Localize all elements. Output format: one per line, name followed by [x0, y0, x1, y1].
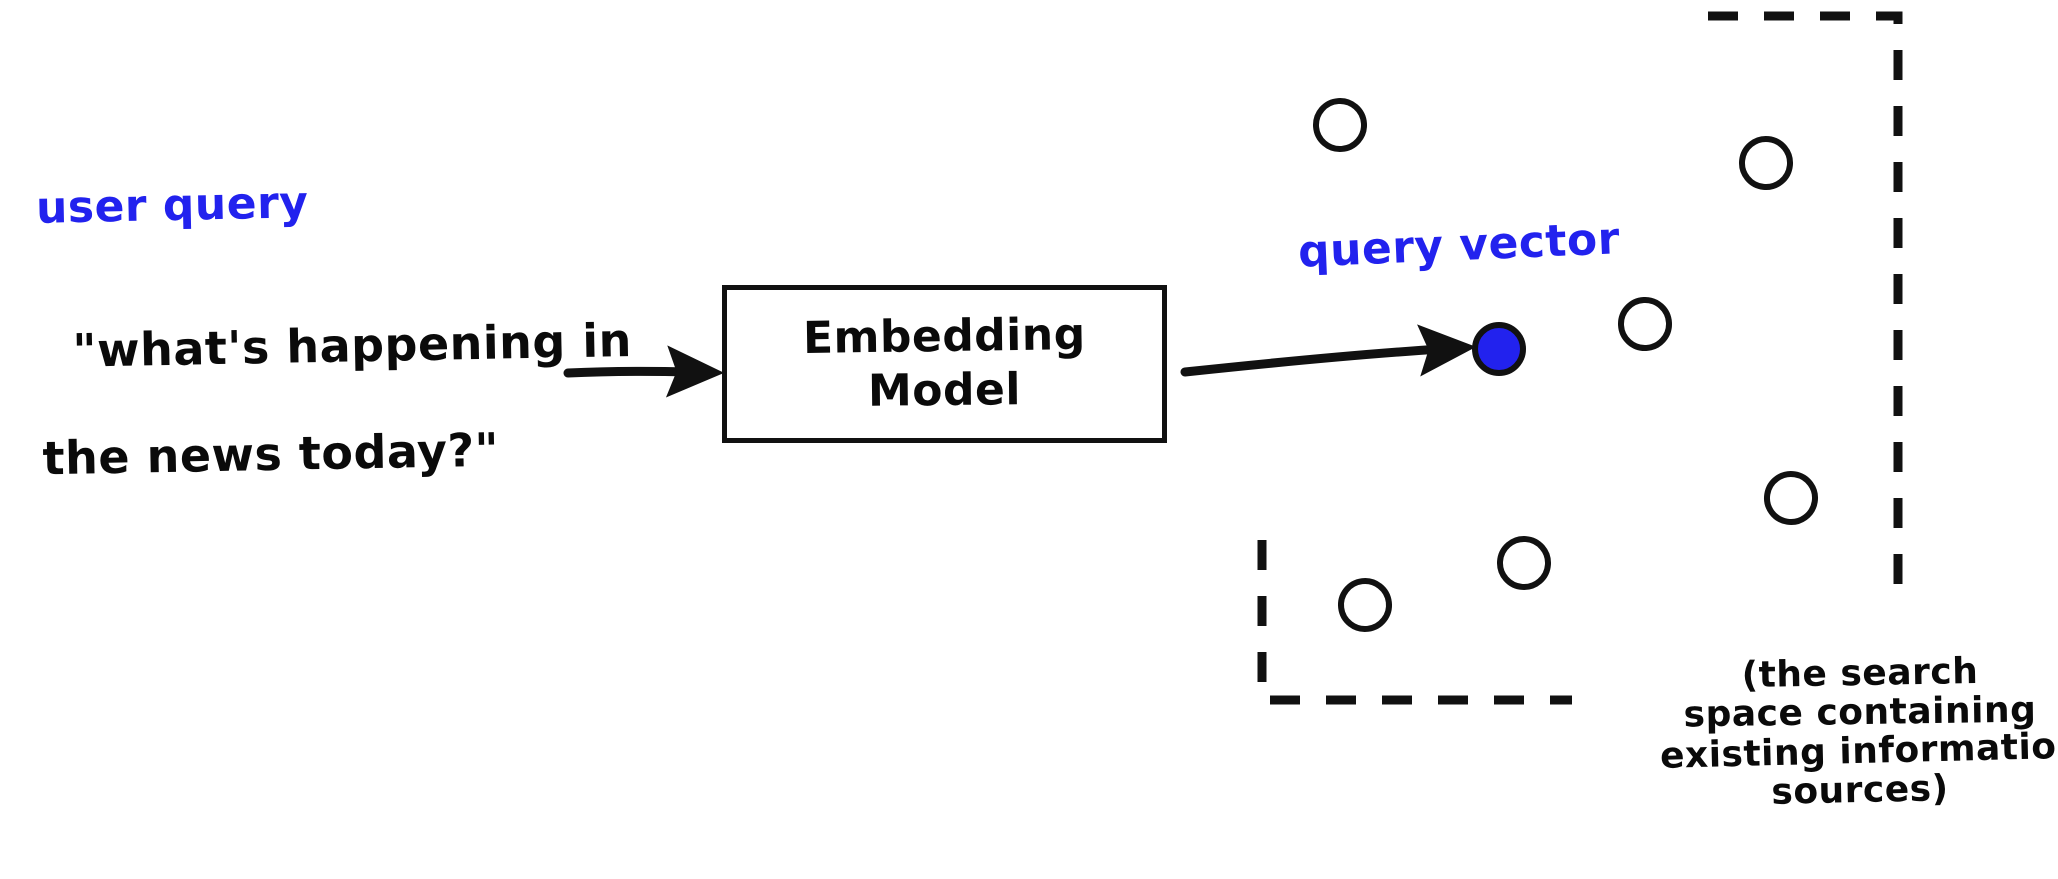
vector-circle	[1334, 574, 1396, 636]
search-space-caption-lines: (the search space containing existing in…	[1660, 651, 2058, 813]
user-query-label: user query	[35, 177, 309, 234]
vector-circle	[1736, 133, 1796, 193]
model-to-vector-arrow	[1180, 324, 1477, 377]
query-vector-label: query vector	[1297, 213, 1621, 278]
user-query-text: "what's happening in the news today?"	[5, 266, 636, 584]
vector-circle	[1311, 96, 1369, 154]
vector-circle	[1495, 534, 1553, 592]
user-query-text-line-2: the news today?"	[42, 422, 500, 486]
vector-circle	[1616, 295, 1674, 353]
vector-circle	[1760, 467, 1822, 529]
embedding-model-box: Embedding Model	[722, 285, 1167, 443]
embedding-model-label-line-2: Model	[867, 364, 1022, 417]
user-query-text-line-1: "what's happening in	[72, 312, 633, 378]
query-vector-dot	[1472, 322, 1526, 376]
search-space-caption: (the search space containing existing in…	[1660, 651, 2058, 813]
embedding-model-label-line-1: Embedding	[802, 309, 1087, 365]
caption-line-4: sources)	[1770, 767, 1949, 813]
